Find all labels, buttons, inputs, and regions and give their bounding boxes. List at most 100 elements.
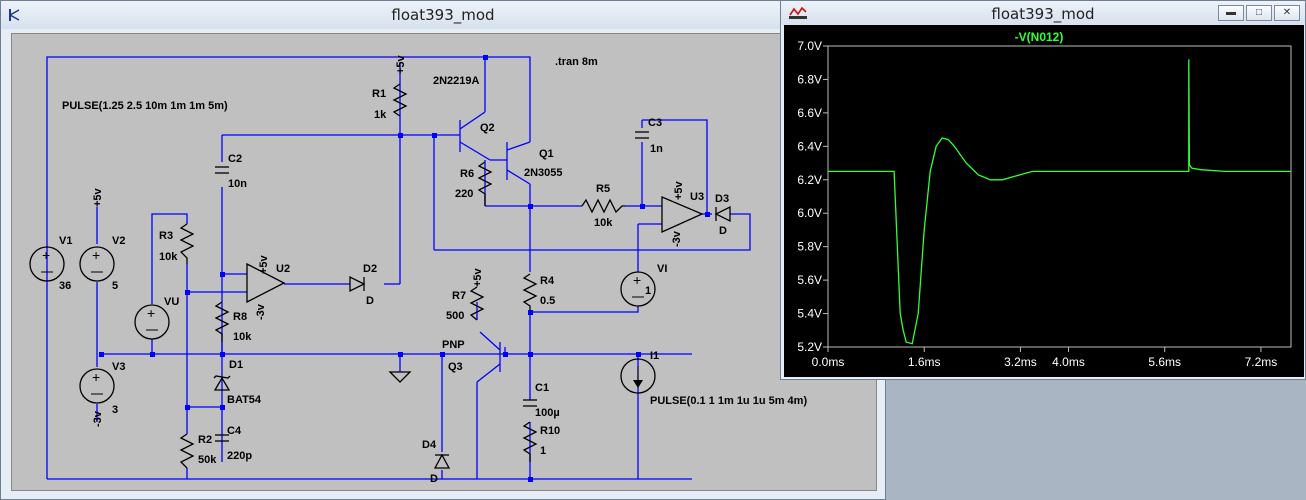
svg-text:+: + <box>42 247 50 263</box>
u2-pos-rail: +5v <box>258 254 270 274</box>
y-tick-label: 7.0V <box>797 39 822 53</box>
source-glyphs: + + + + + <box>41 247 644 395</box>
junction-dots <box>99 55 710 482</box>
d3-value: D <box>719 225 727 237</box>
r4-symbol <box>522 273 538 310</box>
vi-symbol <box>620 271 656 307</box>
schematic-wires <box>46 56 751 480</box>
r6-label: R6 <box>460 168 474 180</box>
c1-label: C1 <box>535 382 549 394</box>
d1-symbol <box>213 376 231 391</box>
svg-text:+: + <box>92 369 100 385</box>
r1-rail: +5v <box>395 54 407 74</box>
v3-label: V3 <box>112 361 125 373</box>
v2-label: V2 <box>112 235 125 247</box>
x-tick-label: 1.6ms <box>908 355 941 369</box>
d4-label: D4 <box>422 439 437 451</box>
schematic-titlebar[interactable]: float393_mod <box>1 1 885 29</box>
schematic-window-title: float393_mod <box>391 6 495 24</box>
minimize-button[interactable]: ▬ <box>1218 5 1244 21</box>
v2-rail: +5v <box>92 187 104 207</box>
y-tick-label: 6.0V <box>797 206 822 220</box>
u2-neg-rail: -3v <box>255 303 267 320</box>
trace-line <box>828 59 1291 345</box>
r6-symbol <box>477 161 493 206</box>
d1-value: BAT54 <box>227 394 262 406</box>
waveform-window[interactable]: float393_mod ▬ □ ✕ -V(N012) 7.0V 6.8V 6.6V… <box>780 0 1306 380</box>
q2-value: 2N2219A <box>433 75 480 87</box>
trace-label: -V(N012) <box>1015 30 1064 44</box>
c3-label: C3 <box>648 117 662 129</box>
r7-symbol <box>469 286 485 321</box>
v2-value: 5 <box>112 280 118 292</box>
schematic-app-icon <box>9 9 20 21</box>
y-tick-label: 5.4V <box>797 307 822 321</box>
vu-symbol <box>134 304 170 340</box>
r5-symbol <box>581 198 625 214</box>
r10-label: R10 <box>540 425 560 437</box>
x-tick-label: 5.6ms <box>1148 355 1181 369</box>
c4-value: 220p <box>227 450 252 462</box>
r4-value: 0.5 <box>540 295 555 307</box>
d1-label: D1 <box>229 359 243 371</box>
r2-label: R2 <box>198 434 212 446</box>
r7-rail: +5v <box>472 267 484 287</box>
c2-value: 10n <box>228 178 247 190</box>
d4-symbol <box>433 453 451 469</box>
y-tick-label: 6.6V <box>797 106 822 120</box>
v1-pulse-text: PULSE(1.25 2.5 10m 1m 1m 5m) <box>62 100 228 112</box>
chart-ticks: 7.0V6.8V6.6V6.4V6.2V6.0V5.8V5.6V5.4V5.2V… <box>797 39 1277 369</box>
y-tick-label: 6.4V <box>797 139 822 153</box>
r7-label: R7 <box>452 290 466 302</box>
v3-symbol <box>79 368 115 404</box>
r1-symbol <box>392 83 408 117</box>
d3-symbol <box>714 205 731 223</box>
waveform-app-icon <box>789 6 807 19</box>
q1-value: 2N3055 <box>524 167 563 179</box>
u2-label: U2 <box>276 263 290 275</box>
c1-value: 100µ <box>535 407 560 419</box>
v1-symbol <box>29 246 65 282</box>
r10-value: 1 <box>540 445 546 457</box>
i1-pulse-text: PULSE(0.1 1 1m 1u 1u 5m 4m) <box>650 395 807 407</box>
x-tick-label: 4.0ms <box>1052 355 1085 369</box>
q3-label: Q3 <box>448 361 463 373</box>
svg-text:+: + <box>92 247 100 263</box>
y-tick-label: 5.6V <box>797 273 822 287</box>
svg-text:+: + <box>633 272 641 288</box>
y-tick-label: 6.8V <box>797 72 822 86</box>
x-tick-label: 0.0ms <box>812 355 845 369</box>
q1-label: Q1 <box>539 148 554 160</box>
v3-value: 3 <box>112 404 118 416</box>
r3-symbol <box>179 223 195 264</box>
v3-rail: -3v <box>92 410 104 427</box>
u3-symbol <box>661 196 704 234</box>
r10-symbol <box>522 421 538 462</box>
v1-value: 36 <box>59 280 71 292</box>
q2-label: Q2 <box>480 122 495 134</box>
i1-symbol <box>620 358 656 394</box>
r4-label: R4 <box>540 275 555 287</box>
x-tick-label: 7.2ms <box>1245 355 1278 369</box>
d4-value: D <box>430 473 438 485</box>
schematic-window[interactable]: float393_mod <box>0 0 886 500</box>
schematic-canvas[interactable]: + + + + + .tran 8m PULSE(1.25 2.5 10m 1m… <box>11 33 877 491</box>
y-tick-label: 6.2V <box>797 173 822 187</box>
svg-text:+: + <box>147 305 155 321</box>
maximize-button[interactable]: □ <box>1246 5 1272 21</box>
r8-value: 10k <box>233 331 252 343</box>
vu-label: VU <box>164 296 179 308</box>
waveform-titlebar[interactable]: float393_mod ▬ □ ✕ <box>781 1 1305 25</box>
u3-neg-rail: -3v <box>671 230 683 247</box>
y-tick-label: 5.2V <box>797 340 822 354</box>
u3-label: U3 <box>690 191 704 203</box>
d2-label: D2 <box>363 263 377 275</box>
close-button[interactable]: ✕ <box>1274 5 1300 21</box>
r8-symbol <box>214 301 230 342</box>
r2-value: 50k <box>198 454 217 466</box>
u3-pos-rail: +5v <box>673 180 685 200</box>
r8-label: R8 <box>233 311 247 323</box>
v2-symbol <box>79 246 115 282</box>
r2-symbol <box>179 433 195 469</box>
